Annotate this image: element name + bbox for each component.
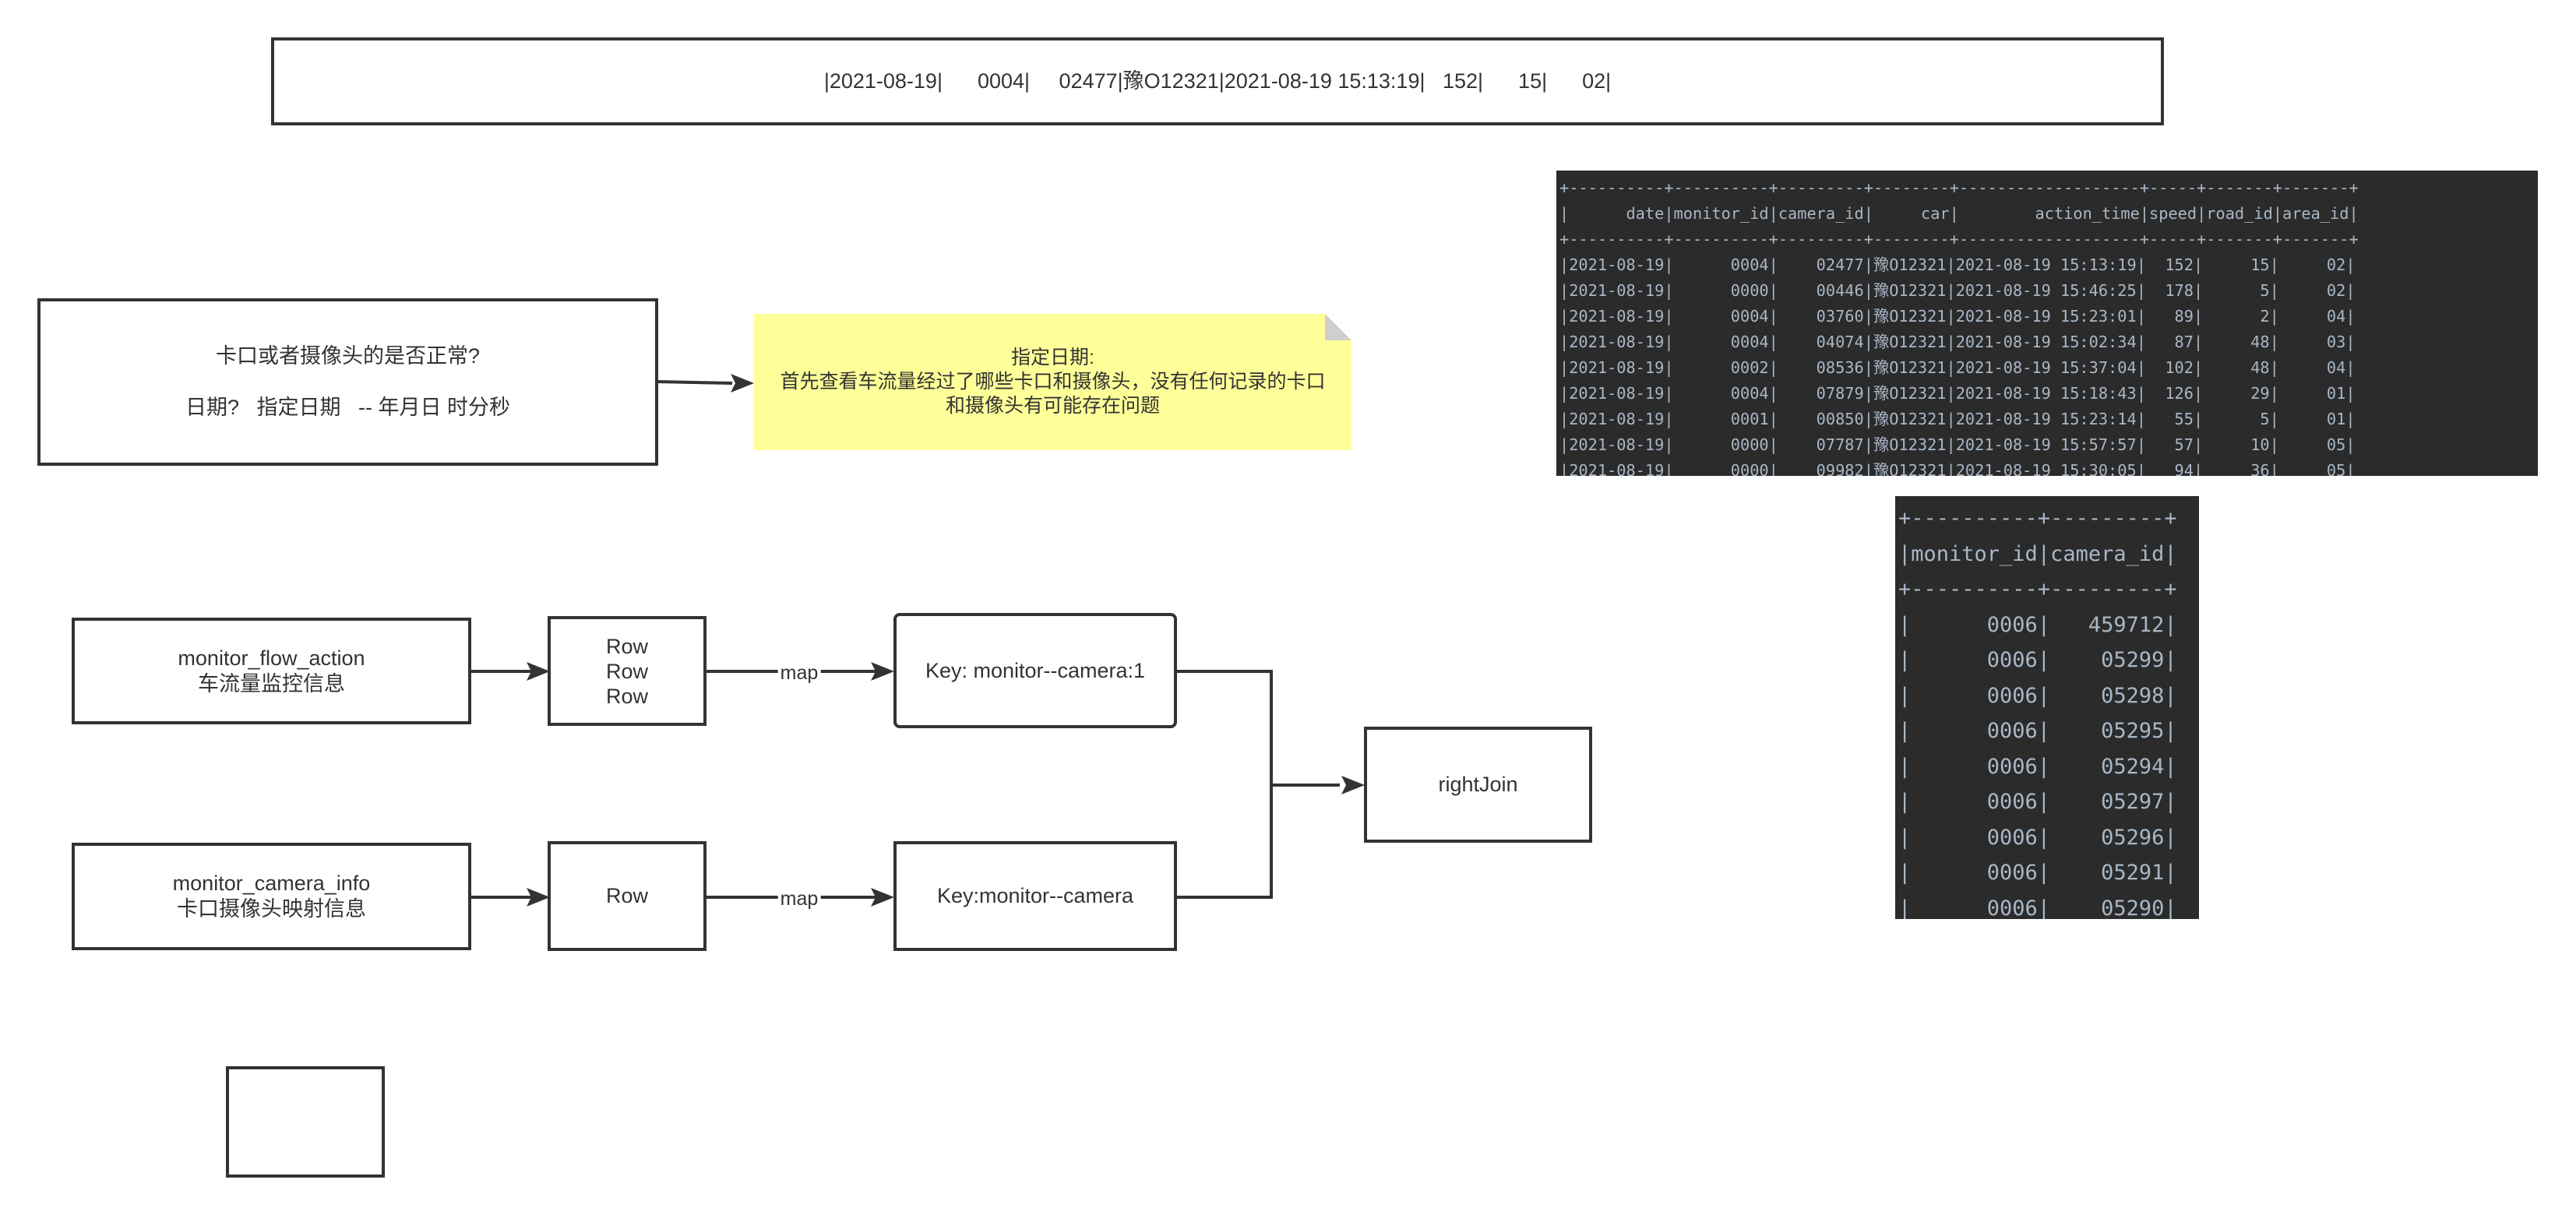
- join-text: rightJoin: [1438, 773, 1518, 796]
- question-line1: 卡口或者摄像头的是否正常?: [215, 344, 480, 368]
- source1-name: monitor_flow_action: [178, 646, 365, 670]
- key2-box: Key:monitor--camera: [893, 841, 1177, 951]
- key2-text: Key:monitor--camera: [936, 884, 1134, 907]
- note-body: 首先查看车流量经过了哪些卡口和摄像头，没有任何记录的卡口和摄像头有可能存在问题: [780, 371, 1326, 417]
- source1-desc: 车流量监控信息: [198, 671, 345, 696]
- rows2-box: Row: [548, 841, 707, 951]
- arrowhead-key1: [871, 662, 894, 681]
- note-title: 指定日期:: [1011, 347, 1094, 368]
- arrowhead-join: [1341, 776, 1365, 794]
- arrowhead-note: [731, 374, 754, 393]
- rows1-item: Row: [605, 684, 648, 708]
- monitor-camera-info-box: monitor_camera_info 卡口摄像头映射信息: [72, 843, 471, 950]
- console-table2-text: +----------+---------+ |monitor_id|camer…: [1898, 506, 2177, 919]
- edge-key2-to-join: [1176, 785, 1273, 899]
- key1-box: Key: monitor--camera:1: [893, 613, 1177, 728]
- monitor-flow-action-box: monitor_flow_action 车流量监控信息: [72, 618, 471, 724]
- rows1-item: Row: [605, 634, 648, 658]
- top-record-box: |2021-08-19| 0004| 02477|豫O12321|2021-08…: [271, 37, 2164, 125]
- rows1-box: Row Row Row: [548, 616, 707, 726]
- question-line2: 日期? 指定日期 -- 年月日 时分秒: [185, 396, 510, 419]
- console-output-table2: +----------+---------+ |monitor_id|camer…: [1895, 496, 2199, 919]
- right-join-box: rightJoin: [1364, 727, 1592, 843]
- arrowhead-rows1: [527, 662, 550, 681]
- edge-key1-to-join: [1176, 670, 1340, 787]
- rows1-item: Row: [605, 659, 648, 683]
- console-table1-text: +----------+----------+---------+-------…: [1559, 178, 2359, 476]
- key1-text: Key: monitor--camera:1: [925, 658, 1146, 682]
- arrowhead-rows2: [527, 888, 550, 907]
- empty-box: [226, 1066, 385, 1178]
- map-label-1: map: [777, 661, 821, 685]
- source2-name: monitor_camera_info: [172, 872, 371, 895]
- edge-question-to-note: [656, 380, 733, 385]
- rows2-item: Row: [605, 884, 648, 907]
- question-box: 卡口或者摄像头的是否正常? 日期? 指定日期 -- 年月日 时分秒: [37, 298, 658, 466]
- map-label-2: map: [777, 887, 821, 910]
- source2-desc: 卡口摄像头映射信息: [177, 897, 366, 921]
- arrowhead-key2: [871, 888, 894, 907]
- sticky-note: 指定日期: 首先查看车流量经过了哪些卡口和摄像头，没有任何记录的卡口和摄像头有可…: [754, 314, 1351, 450]
- top-record-text: |2021-08-19| 0004| 02477|豫O12321|2021-08…: [823, 69, 1612, 93]
- console-output-table1: +----------+----------+---------+-------…: [1556, 171, 2538, 476]
